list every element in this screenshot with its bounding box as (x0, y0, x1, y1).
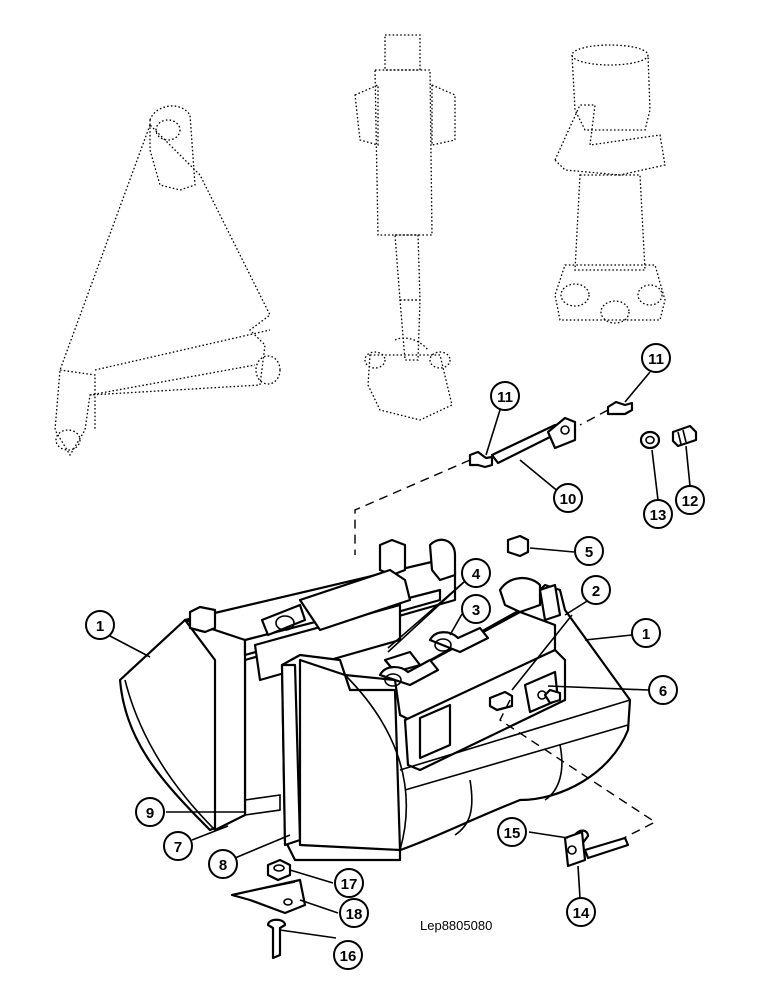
svg-text:16: 16 (340, 948, 357, 965)
svg-text:5: 5 (585, 544, 593, 561)
drawing-reference: Lep8805080 (420, 918, 492, 933)
callout-16: 16 (333, 940, 363, 970)
svg-text:3: 3 (472, 602, 480, 619)
callout-17: 17 (334, 868, 364, 898)
bucket-wide (280, 534, 632, 862)
callout-13: 13 (643, 499, 673, 529)
svg-text:12: 12 (682, 493, 699, 510)
callout-9: 9 (135, 797, 165, 827)
ghost-a-frame-link (54, 105, 281, 457)
callout-1-left: 1 (85, 610, 115, 640)
svg-text:17: 17 (341, 876, 358, 893)
callout-5: 5 (574, 536, 604, 566)
ghost-cylinder-housing (554, 44, 666, 324)
callout-2: 2 (581, 575, 611, 605)
svg-text:15: 15 (504, 825, 521, 842)
callout-3: 3 (461, 594, 491, 624)
pivot-pin-assembly (468, 400, 698, 469)
bucket-narrow (118, 538, 457, 832)
callout-11-left: 11 (490, 381, 520, 411)
svg-text:1: 1 (96, 618, 104, 635)
svg-text:13: 13 (650, 507, 667, 524)
callout-15: 15 (497, 817, 527, 847)
callout-6: 6 (648, 675, 678, 705)
svg-text:11: 11 (497, 389, 513, 406)
callout-14: 14 (566, 897, 596, 927)
callout-12: 12 (675, 485, 705, 515)
svg-text:14: 14 (573, 905, 590, 922)
callout-7: 7 (163, 831, 193, 861)
svg-text:9: 9 (146, 805, 154, 822)
svg-text:1: 1 (642, 626, 650, 643)
callout-11-right: 11 (641, 343, 671, 373)
callout-1-right: 1 (631, 618, 661, 648)
loose-hardware (230, 829, 630, 960)
callout-18: 18 (339, 898, 369, 928)
leader-lines (109, 371, 691, 939)
svg-text:11: 11 (648, 351, 664, 368)
svg-text:18: 18 (346, 906, 363, 923)
assembly-centerlines (354, 409, 657, 841)
svg-text:4: 4 (472, 566, 481, 583)
svg-text:2: 2 (592, 583, 600, 600)
callout-10: 10 (553, 483, 583, 513)
svg-text:6: 6 (659, 683, 667, 700)
svg-text:8: 8 (219, 857, 227, 874)
callout-4: 4 (461, 558, 491, 588)
svg-text:10: 10 (560, 491, 577, 508)
ghost-hydraulic-cylinder (354, 34, 456, 421)
svg-text:7: 7 (174, 839, 182, 856)
callout-8: 8 (208, 849, 238, 879)
